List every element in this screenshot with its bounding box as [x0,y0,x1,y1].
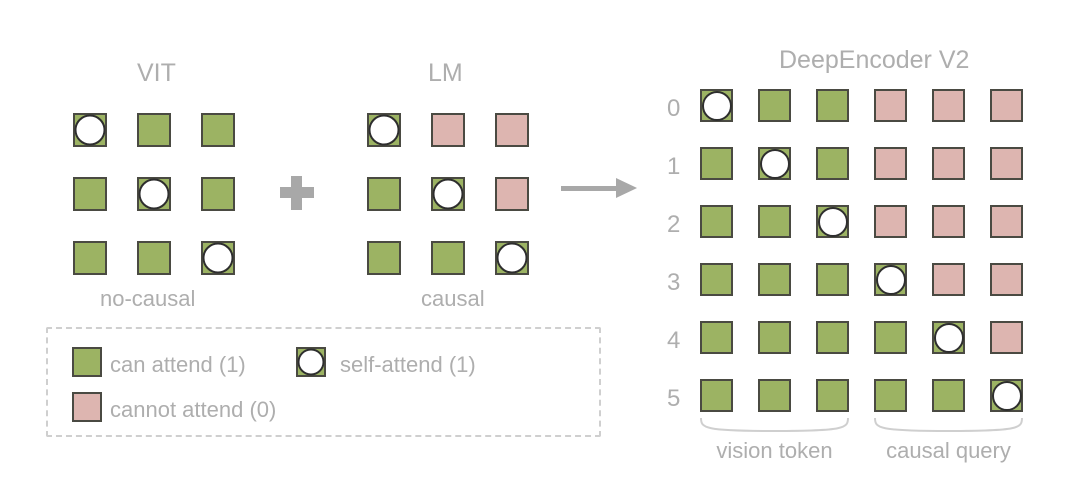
vit-title: VIT [137,59,176,87]
brace-vision-token [700,418,849,434]
attention-cell-self-1-1 [137,177,171,211]
self-attend-circle-icon [138,178,170,210]
attention-cell-self-2-2 [816,205,849,238]
attention-cell-pink-2-5 [990,205,1023,238]
attention-cell-pink-0-5 [990,89,1023,122]
self-attend-circle-icon [432,178,464,210]
attention-cell-pink-1-4 [932,147,965,180]
self-attend-circle-icon [496,242,528,274]
self-attend-circle-icon [701,90,732,121]
attention-cell-green-5-2 [816,379,849,412]
arrow-shaft [561,186,619,191]
attention-cell-pink-0-2 [495,113,529,147]
attention-cell-green-2-1 [137,241,171,275]
legend-label-self-attend: self-attend (1) [340,352,476,377]
attention-cell-self-2-2 [201,241,235,275]
group-label-vision-token: vision token [716,438,833,463]
attention-cell-green-0-2 [201,113,235,147]
attention-cell-green-2-0 [73,241,107,275]
attention-cell-green-4-2 [816,321,849,354]
row-label-1: 1 [667,153,681,180]
attention-cell-green-5-3 [874,379,907,412]
attention-cell-pink-2-3 [874,205,907,238]
attention-cell-self-1-1 [431,177,465,211]
row-label-2: 2 [667,211,681,238]
attention-cell-green-4-0 [700,321,733,354]
attention-cell-green-2-0 [367,241,401,275]
attention-cell-green-1-0 [73,177,107,211]
legend-swatch-can-attend [72,347,102,377]
attention-cell-self-5-5 [990,379,1023,412]
self-attend-circle-icon [74,114,106,146]
attention-cell-green-2-0 [700,205,733,238]
legend-swatch-cannot-attend [72,392,102,422]
attention-cell-pink-3-5 [990,263,1023,296]
arrow-head [616,178,637,198]
self-attend-circle-icon [368,114,400,146]
attention-cell-green-5-0 [700,379,733,412]
legend-panel: can attend (1) self-attend (1) cannot atte… [46,327,601,437]
row-label-0: 0 [667,95,681,122]
brace-causal-query [874,418,1023,434]
attention-cell-green-0-2 [816,89,849,122]
attention-cell-self-3-3 [874,263,907,296]
row-label-4: 4 [667,327,681,354]
lm-caption: causal [421,286,485,311]
attention-cell-green-2-1 [758,205,791,238]
deepencoder-title: DeepEncoder V2 [779,46,970,74]
attention-cell-green-3-2 [816,263,849,296]
attention-cell-pink-0-4 [932,89,965,122]
group-label-causal-query: causal query [886,438,1011,463]
attention-cell-green-1-2 [816,147,849,180]
legend-label-can-attend: can attend (1) [110,352,246,377]
attention-cell-green-0-1 [758,89,791,122]
attention-cell-self-2-2 [495,241,529,275]
row-label-5: 5 [667,385,681,412]
attention-cell-green-3-0 [700,263,733,296]
self-attend-circle-icon [759,148,790,179]
attention-cell-self-0-0 [700,89,733,122]
attention-cell-green-1-0 [700,147,733,180]
attention-cell-self-4-4 [932,321,965,354]
attention-cell-pink-0-3 [874,89,907,122]
attention-cell-green-1-2 [201,177,235,211]
plus-vertical-bar [291,176,302,210]
self-attend-circle-icon [202,242,234,274]
vit-caption: no-causal [100,286,196,311]
attention-cell-self-0-0 [73,113,107,147]
attention-cell-green-2-1 [431,241,465,275]
attention-cell-green-3-1 [758,263,791,296]
attention-cell-self-0-0 [367,113,401,147]
attention-cell-pink-2-4 [932,205,965,238]
self-attend-circle-icon [875,264,906,295]
self-attend-circle-icon [817,206,848,237]
self-attend-circle-icon [991,380,1022,411]
row-label-3: 3 [667,269,681,296]
lm-title: LM [428,59,463,87]
attention-cell-pink-3-4 [932,263,965,296]
attention-cell-pink-1-3 [874,147,907,180]
legend-label-cannot-attend: cannot attend (0) [110,397,277,422]
attention-cell-green-1-0 [367,177,401,211]
attention-cell-green-4-3 [874,321,907,354]
attention-cell-green-5-4 [932,379,965,412]
attention-cell-green-0-1 [137,113,171,147]
attention-cell-self-1-1 [758,147,791,180]
legend-swatch-self-attend [296,347,326,377]
attention-cell-green-5-1 [758,379,791,412]
attention-cell-pink-0-1 [431,113,465,147]
attention-cell-pink-1-2 [495,177,529,211]
attention-cell-pink-1-5 [990,147,1023,180]
attention-cell-green-4-1 [758,321,791,354]
self-attend-circle-icon [297,348,325,376]
attention-cell-pink-4-5 [990,321,1023,354]
self-attend-circle-icon [933,322,964,353]
